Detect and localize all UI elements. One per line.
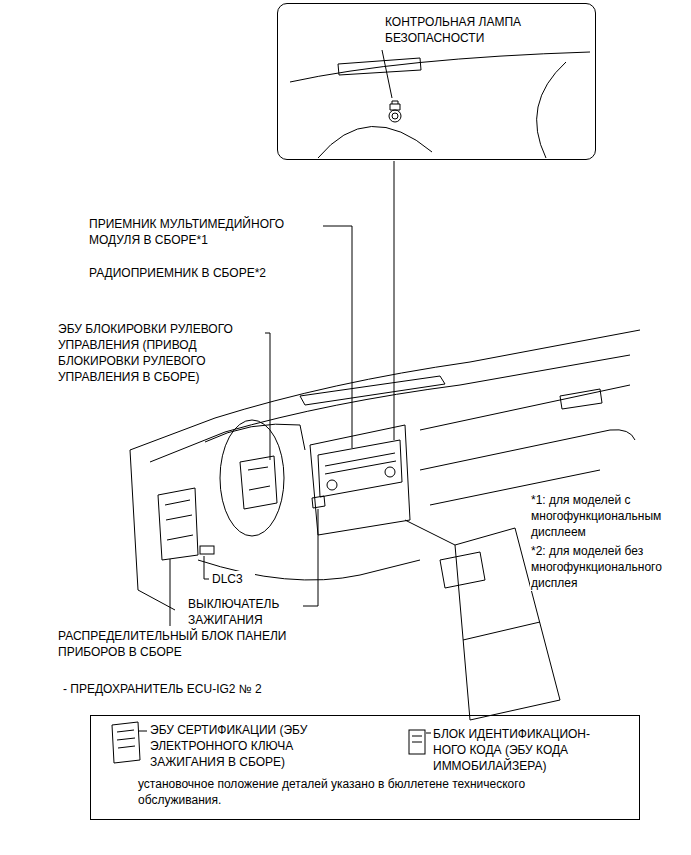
- leader-line: [303, 509, 318, 606]
- footnote: *1: для моделей с многофункциональным ди…: [530, 492, 680, 540]
- part-label: ЭБУ СЕРТИФИКАЦИИ (ЭБУ ЭЛЕКТРОННОГО КЛЮЧА…: [149, 722, 339, 770]
- leader-line: [170, 559, 171, 626]
- leader-line: [265, 333, 270, 460]
- audio-unit: [318, 440, 402, 497]
- cluster-hood: [205, 424, 305, 450]
- lamp-icon: [390, 101, 400, 110]
- display: [300, 376, 445, 405]
- vent: [338, 58, 421, 75]
- dlc3-connector: [200, 546, 214, 554]
- junction-detail: [165, 500, 193, 540]
- leader-line: [204, 556, 209, 579]
- leader-line: [394, 161, 395, 440]
- knob: [327, 480, 337, 490]
- info-box: ЭБУ СЕРТИФИКАЦИИ (ЭБУ ЭЛЕКТРОННОГО КЛЮЧА…: [90, 715, 640, 820]
- steering-lock-ecu: [240, 456, 277, 509]
- ignition-switch: [312, 496, 325, 508]
- part-label: РАДИОПРИЕМНИК В СБОРЕ*2: [88, 265, 323, 281]
- leader-line: [382, 50, 392, 98]
- center-stack: [310, 425, 410, 535]
- part-label: ПРИЕМНИК МУЛЬТИМЕДИЙНОГО МОДУЛЯ В СБОРЕ*…: [88, 216, 323, 248]
- part-label: БЛОК ИДЕНТИФИКАЦИОН- НОГО КОДА (ЭБУ КОДА…: [432, 726, 618, 774]
- steering-lock-detail: [248, 467, 270, 490]
- immobilizer-detail: [412, 736, 422, 742]
- part-label: РАСПРЕДЕЛИТЕЛЬНЫЙ БЛОК ПАНЕЛИ ПРИБОРОВ В…: [57, 628, 309, 660]
- footnote: *2: для моделей без многофункционального…: [530, 543, 680, 591]
- junction-block: [158, 488, 198, 560]
- passenger-dash: [420, 385, 635, 505]
- part-label: - ПРЕДОХРАНИТЕЛЬ ECU-IG2 № 2: [62, 681, 302, 697]
- immobilizer-icon: [409, 730, 425, 754]
- note-text: установочное положение деталей указано в…: [137, 776, 527, 808]
- security-lamp: [389, 110, 401, 122]
- part-label: DLC3: [211, 571, 255, 587]
- trim-curve: [537, 62, 566, 158]
- knob: [385, 467, 395, 477]
- part-label: КОНТРОЛЬНАЯ ЛАМПА БЕЗОПАСНОСТИ: [384, 14, 564, 46]
- inset-box: КОНТРОЛЬНАЯ ЛАМПА БЕЗОПАСНОСТИ: [277, 3, 596, 160]
- part-label: ВЫКЛЮЧАТЕЛЬ ЗАЖИГАНИЯ: [187, 596, 301, 628]
- vent: [560, 389, 602, 409]
- leader-line: [426, 733, 431, 734]
- security-lamp-inner: [392, 113, 398, 119]
- leader-line: [139, 731, 147, 732]
- left-panel: [130, 450, 175, 610]
- dash-curve: [290, 52, 590, 82]
- console-lid: [463, 622, 540, 640]
- steering-wheel: [220, 420, 284, 536]
- ecu-icon: [112, 722, 140, 763]
- shifter: [440, 552, 485, 588]
- gauge-arc: [318, 126, 432, 158]
- part-label: ЭБУ БЛОКИРОВКИ РУЛЕВОГО УПРАВЛЕНИЯ (ПРИВ…: [57, 321, 263, 385]
- leader-line: [322, 226, 352, 448]
